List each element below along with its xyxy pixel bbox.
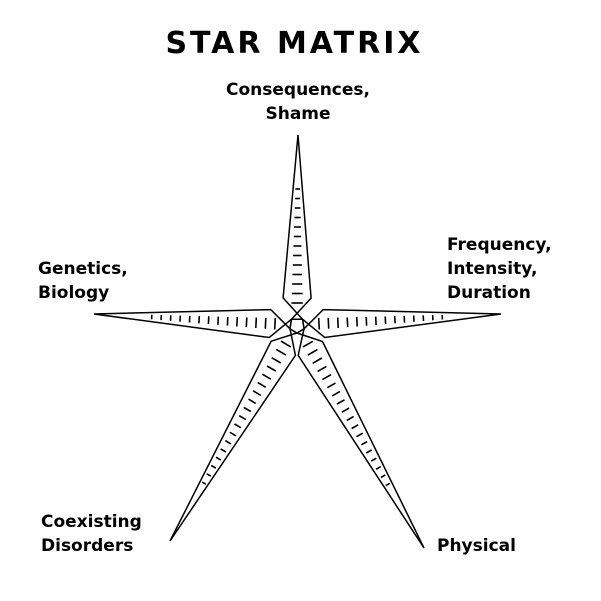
- label-line: Intensity,: [447, 259, 538, 279]
- star-arm-tick: [327, 317, 330, 329]
- star-arm-tick: [238, 415, 247, 421]
- star-arm-tick: [385, 482, 391, 487]
- star-arm-tick: [336, 399, 345, 405]
- star-arm-tick: [361, 440, 368, 446]
- label-line: Physical: [437, 536, 516, 556]
- label-consequences-shame: Consequences, Shame: [198, 78, 398, 126]
- star-arm-tick: [356, 432, 364, 438]
- label-coexisting-disorders: Coexisting Disorders: [41, 510, 142, 558]
- label-line: Disorders: [41, 536, 134, 556]
- star-arm-tick: [322, 374, 332, 381]
- star-arm-tick: [336, 317, 339, 329]
- star-arm-tick: [224, 439, 232, 445]
- star-arm-tick: [275, 348, 287, 356]
- star-arm-tick: [380, 474, 386, 479]
- label-line: Shame: [265, 104, 331, 124]
- star-arm-tick: [248, 398, 257, 405]
- star-arm-tick: [229, 431, 237, 437]
- star-arm-tick: [271, 357, 282, 364]
- star-arm-tick: [341, 407, 350, 413]
- star-arm-tick: [331, 390, 341, 397]
- star-arm-tick: [201, 481, 207, 485]
- star-arm-left: [93, 308, 293, 339]
- star-arm-tick: [220, 448, 227, 453]
- label-line: Genetics,: [38, 259, 128, 279]
- star-arm-tick: [302, 340, 314, 348]
- label-genetics-biology: Genetics, Biology: [38, 257, 128, 305]
- label-line: Biology: [38, 283, 110, 303]
- star-arms: [93, 134, 502, 549]
- star-arm-tick: [264, 317, 267, 329]
- label-line: Frequency,: [447, 235, 552, 255]
- page-title: STAR MATRIX: [165, 26, 424, 61]
- star-arm-tick: [346, 415, 354, 422]
- star-arm-tick: [215, 456, 222, 461]
- star-arm-tick: [375, 465, 382, 470]
- star-arm-tick: [210, 464, 217, 469]
- label-physical: Physical: [437, 534, 516, 558]
- star-arm-tick: [273, 318, 277, 330]
- star-arm-tick: [206, 473, 212, 477]
- star-arm-tick: [252, 390, 262, 397]
- label-frequency-intensity-duration: Frequency, Intensity, Duration: [447, 233, 552, 305]
- star-arm-tick: [257, 381, 267, 388]
- label-line: Duration: [447, 283, 531, 303]
- star-arm-tick: [307, 348, 318, 356]
- star-arm-tick: [243, 406, 252, 413]
- star-arm-tick: [266, 365, 277, 372]
- star-arm-tick: [365, 449, 373, 454]
- star-arm-right: [301, 308, 502, 339]
- star-arm-tick: [346, 317, 349, 328]
- star-arm-tick: [234, 423, 242, 429]
- label-line: Coexisting: [41, 512, 142, 532]
- star-arm-tick: [261, 373, 272, 380]
- star-arm-tick: [280, 340, 292, 348]
- star-arm-tick: [245, 317, 248, 328]
- star-arm-tick: [236, 317, 239, 327]
- star-arm-tick: [370, 457, 377, 462]
- star-arm-tick: [355, 317, 358, 327]
- star-arm-tick: [312, 357, 323, 364]
- star-arm-tick: [326, 382, 336, 389]
- star-center-pentagon: [289, 318, 305, 334]
- star-arm-tick: [317, 318, 321, 330]
- star-arm-tick: [317, 365, 327, 373]
- label-line: Consequences,: [226, 80, 370, 100]
- star-arm-tick: [351, 424, 359, 430]
